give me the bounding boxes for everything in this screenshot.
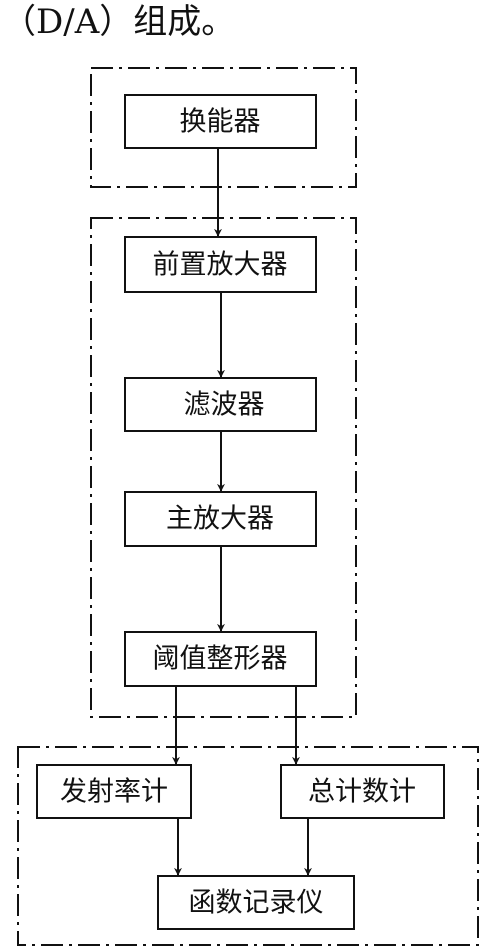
group-frame-sensor	[90, 67, 357, 188]
emission-rate-counter-label: 发射率计	[60, 777, 168, 808]
preamp-block	[124, 236, 317, 293]
total-counter-label: 总计数计	[308, 777, 416, 808]
transducer-label: 换能器	[180, 107, 261, 138]
transducer-block	[124, 94, 317, 149]
main-amp-label: 主放大器	[166, 504, 274, 535]
function-recorder-block	[157, 875, 355, 930]
group-frame-output	[17, 746, 479, 946]
preamp-label: 前置放大器	[153, 250, 288, 281]
filter-block	[124, 377, 317, 432]
group-frame-signal-processing	[90, 217, 357, 718]
function-recorder-label: 函数记录仪	[189, 888, 324, 919]
caption-text: （D/A）组成。	[2, 2, 236, 42]
emission-rate-counter-block	[36, 764, 192, 819]
threshold-shaper-block	[124, 631, 317, 687]
filter-label: 滤波器	[184, 390, 265, 421]
total-counter-block	[280, 764, 445, 819]
threshold-shaper-label: 阈值整形器	[153, 644, 288, 675]
